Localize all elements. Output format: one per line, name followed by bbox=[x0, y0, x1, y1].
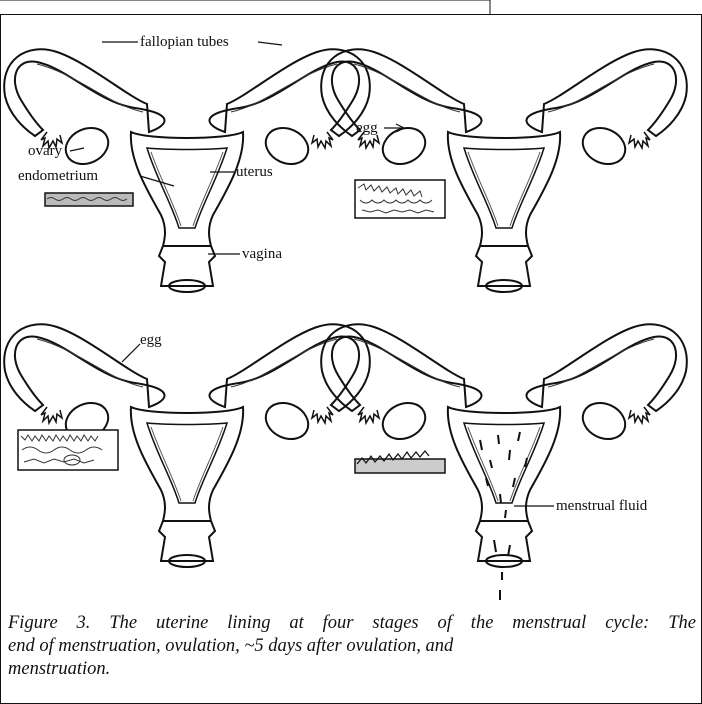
label-menstrual-fluid: menstrual fluid bbox=[556, 498, 648, 514]
lining-medium-sample bbox=[355, 180, 445, 218]
label-ovary: ovary bbox=[28, 143, 63, 159]
caption-line-3: menstruation. bbox=[8, 658, 696, 681]
label-vagina: vagina bbox=[242, 246, 282, 262]
panel-ovulation bbox=[321, 49, 687, 292]
label-uterus: uterus bbox=[236, 164, 273, 180]
lining-shedding-sample bbox=[355, 459, 445, 473]
panel-menstruation bbox=[321, 324, 687, 567]
figure-caption: Figure 3. The uterine lining at four sta… bbox=[8, 612, 696, 681]
label-egg-ovulation: egg bbox=[356, 120, 378, 136]
caption-line-1: Figure 3. The uterine lining at four sta… bbox=[8, 612, 696, 635]
label-endometrium: endometrium bbox=[18, 168, 98, 184]
caption-line-2: end of menstruation, ovulation, ~5 days … bbox=[8, 635, 696, 658]
label-egg-after-ovulation: egg bbox=[140, 332, 162, 348]
label-fallopian-tubes: fallopian tubes bbox=[140, 34, 229, 50]
menstrual-fluid-drops bbox=[480, 432, 527, 600]
